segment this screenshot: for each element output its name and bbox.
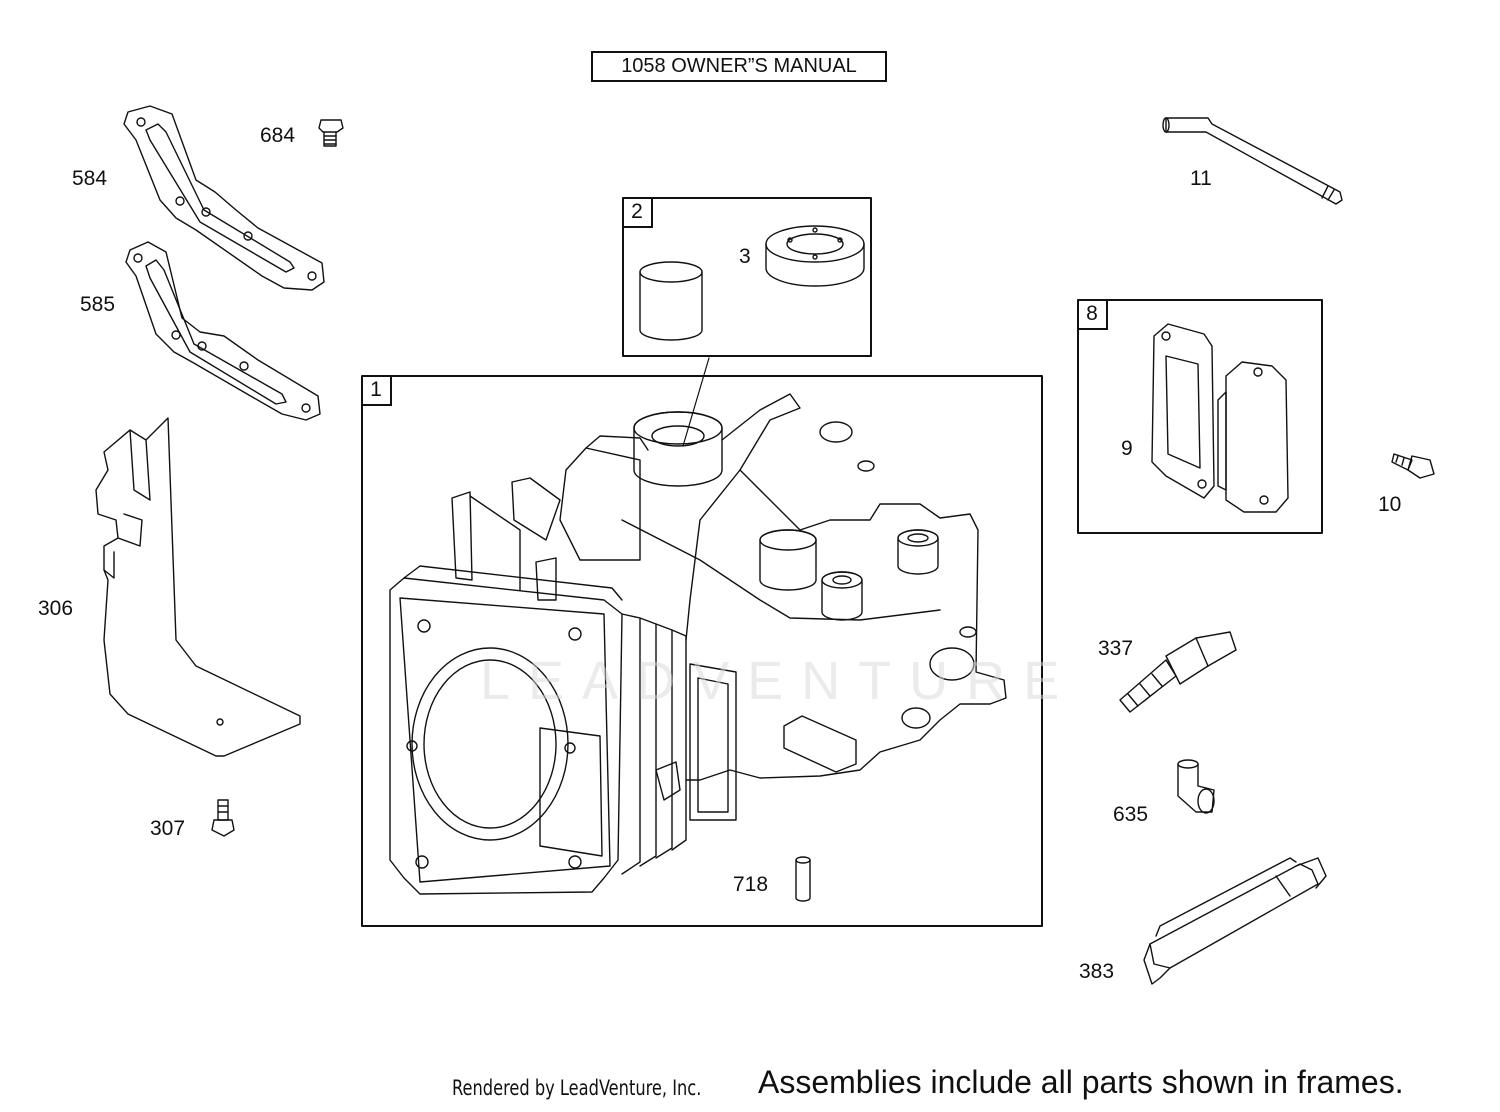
part-383-tool [1143, 857, 1327, 985]
callout-10: 10 [1378, 493, 1402, 516]
callout-306: 306 [38, 597, 74, 620]
frame-8-border [1077, 299, 1323, 534]
watermark-text: LEADVENTURE [480, 651, 1078, 711]
callout-307: 307 [150, 817, 186, 840]
part-3-seal [765, 225, 865, 287]
callout-11: 11 [1190, 167, 1212, 190]
part-684-bolt [318, 119, 344, 147]
rendered-by-credit: Rendered by LeadVenture, Inc. [452, 1076, 702, 1100]
part-306-bracket [95, 417, 301, 757]
callout-684: 684 [260, 124, 296, 147]
frame-8-tag: 8 [1078, 300, 1108, 330]
callout-584: 584 [72, 167, 108, 190]
part-9-gasket [1151, 323, 1215, 499]
part-10-screw [1391, 453, 1435, 479]
frame-1-border [361, 375, 1043, 927]
part-635-fitting [1177, 759, 1215, 814]
part-584-gasket [123, 105, 325, 291]
callout-585: 585 [80, 293, 116, 316]
frame-2-tag: 2 [623, 198, 653, 228]
part-2-bushing [639, 261, 703, 341]
callout-3: 3 [739, 245, 751, 268]
footer-note: Assemblies include all parts shown in fr… [758, 1064, 1404, 1100]
part-8-breather-cover [1217, 361, 1289, 513]
frame-2-border [622, 197, 872, 357]
page-title: 1058 OWNER”S MANUAL [591, 51, 887, 82]
frame-2-leader [682, 357, 710, 447]
callout-635: 635 [1113, 803, 1149, 826]
callout-337: 337 [1098, 637, 1134, 660]
callout-718: 718 [733, 873, 769, 896]
part-585-gasket [125, 241, 321, 421]
frame-1-tag: 1 [362, 376, 392, 406]
callout-383: 383 [1079, 960, 1115, 983]
part-337-spark-plug [1119, 631, 1237, 713]
callout-9: 9 [1121, 437, 1133, 460]
part-718-dowel-pin [795, 856, 811, 902]
part-11-dipstick-tube [1162, 117, 1343, 205]
part-307-bolt [211, 799, 235, 837]
part-cylinder-block [389, 393, 1007, 895]
